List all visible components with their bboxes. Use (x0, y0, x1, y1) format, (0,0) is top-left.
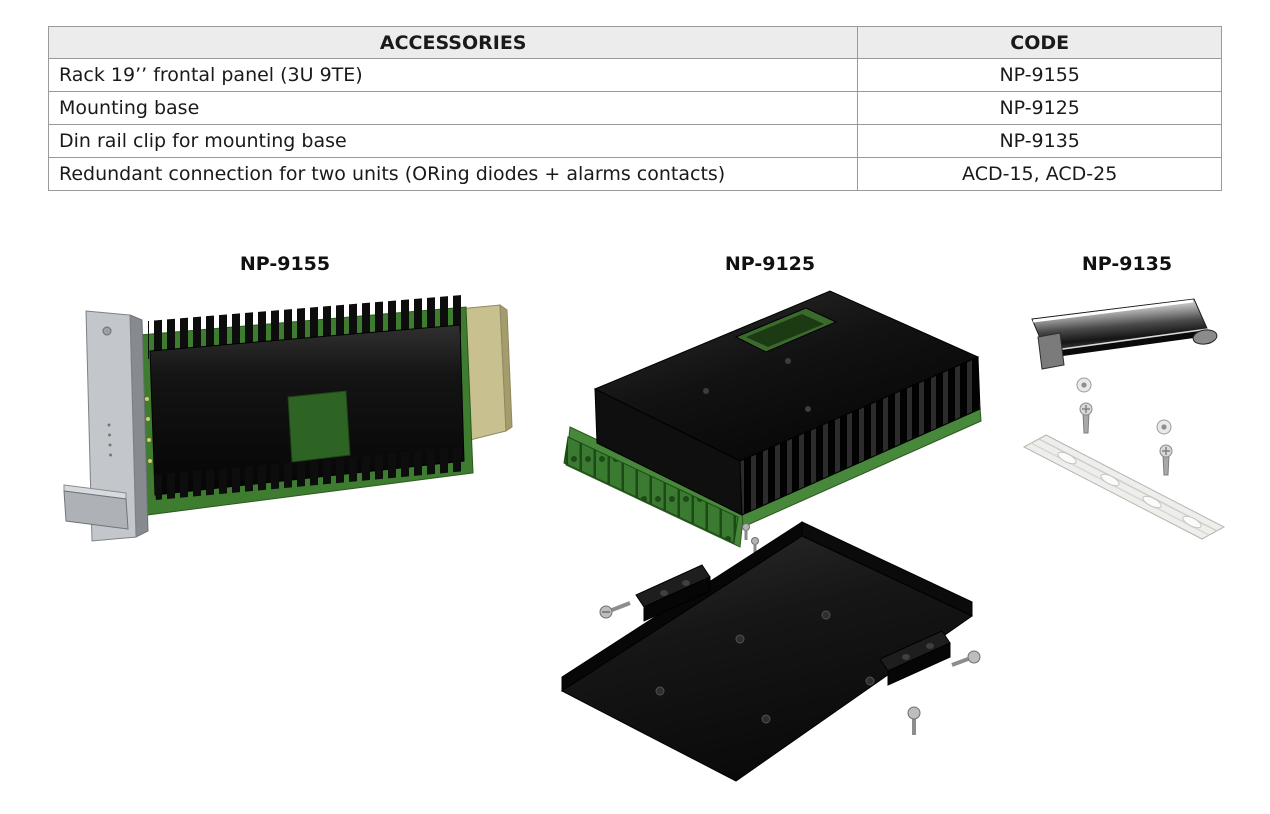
accessory-cell: Rack 19’’ frontal panel (3U 9TE) (47, 58, 859, 92)
power-unit-on-base (563, 290, 982, 554)
figure-label-np-9125: NP-9125 (724, 253, 816, 275)
figure-np-9125: NP-9125 (540, 253, 1000, 789)
panel-handle (63, 484, 129, 530)
mounting-bracket-right (879, 630, 951, 686)
code-cell: ACD-15, ACD-25 (857, 157, 1222, 191)
code-cell: NP-9125 (857, 91, 1222, 125)
bracket-screw-bottom (907, 706, 921, 735)
terminal-screws (742, 523, 759, 554)
din-rail-clip-illustration (1022, 298, 1226, 540)
unit-fin-face (739, 356, 981, 516)
front-panel (63, 310, 149, 542)
terminal-block (563, 436, 739, 544)
mounting-bracket-left (635, 564, 711, 622)
panel-screw-top (102, 326, 112, 336)
figure-label-np-9135: NP-9135 (1081, 253, 1173, 275)
accessory-cell: Din rail clip for mounting base (47, 124, 859, 158)
table-row: Mounting base NP-9125 (47, 91, 1222, 125)
code-cell: NP-9155 (857, 58, 1222, 92)
accessory-cell: Mounting base (47, 91, 859, 125)
mounting-base-plate (561, 521, 973, 782)
bracket-screw-right (951, 650, 981, 667)
washer-top (1076, 377, 1092, 393)
pcb-window (287, 390, 351, 463)
washer-bottom (1156, 419, 1172, 435)
accessory-cell: Redundant connection for two units (ORin… (47, 157, 859, 191)
rack-frontal-panel-illustration (63, 295, 513, 542)
heatsink-fins-top (148, 295, 462, 359)
screw-top (1079, 402, 1093, 434)
figure-label-np-9155: NP-9155 (239, 253, 331, 275)
din-rail (1022, 434, 1226, 540)
code-header: CODE (857, 26, 1222, 59)
accessories-table: ACCESSORIES CODE Rack 19’’ frontal panel… (47, 26, 1222, 191)
table-row: Rack 19’’ frontal panel (3U 9TE) NP-9155 (47, 58, 1222, 92)
table-header-row: ACCESSORIES CODE (47, 26, 1222, 59)
figure-np-9155: NP-9155 (50, 253, 520, 569)
code-cell: NP-9135 (857, 124, 1222, 158)
table-row: Redundant connection for two units (ORin… (47, 157, 1222, 191)
mounting-base-illustration (561, 290, 982, 782)
figure-np-9135: NP-9135 (1012, 253, 1242, 579)
din-rail-clip (1031, 298, 1218, 370)
bracket-screw-left (599, 601, 631, 619)
screw-bottom (1159, 444, 1173, 476)
table-row: Din rail clip for mounting base NP-9135 (47, 124, 1222, 158)
accessories-header: ACCESSORIES (47, 26, 859, 59)
heatsink-fins-bottom (153, 447, 466, 500)
